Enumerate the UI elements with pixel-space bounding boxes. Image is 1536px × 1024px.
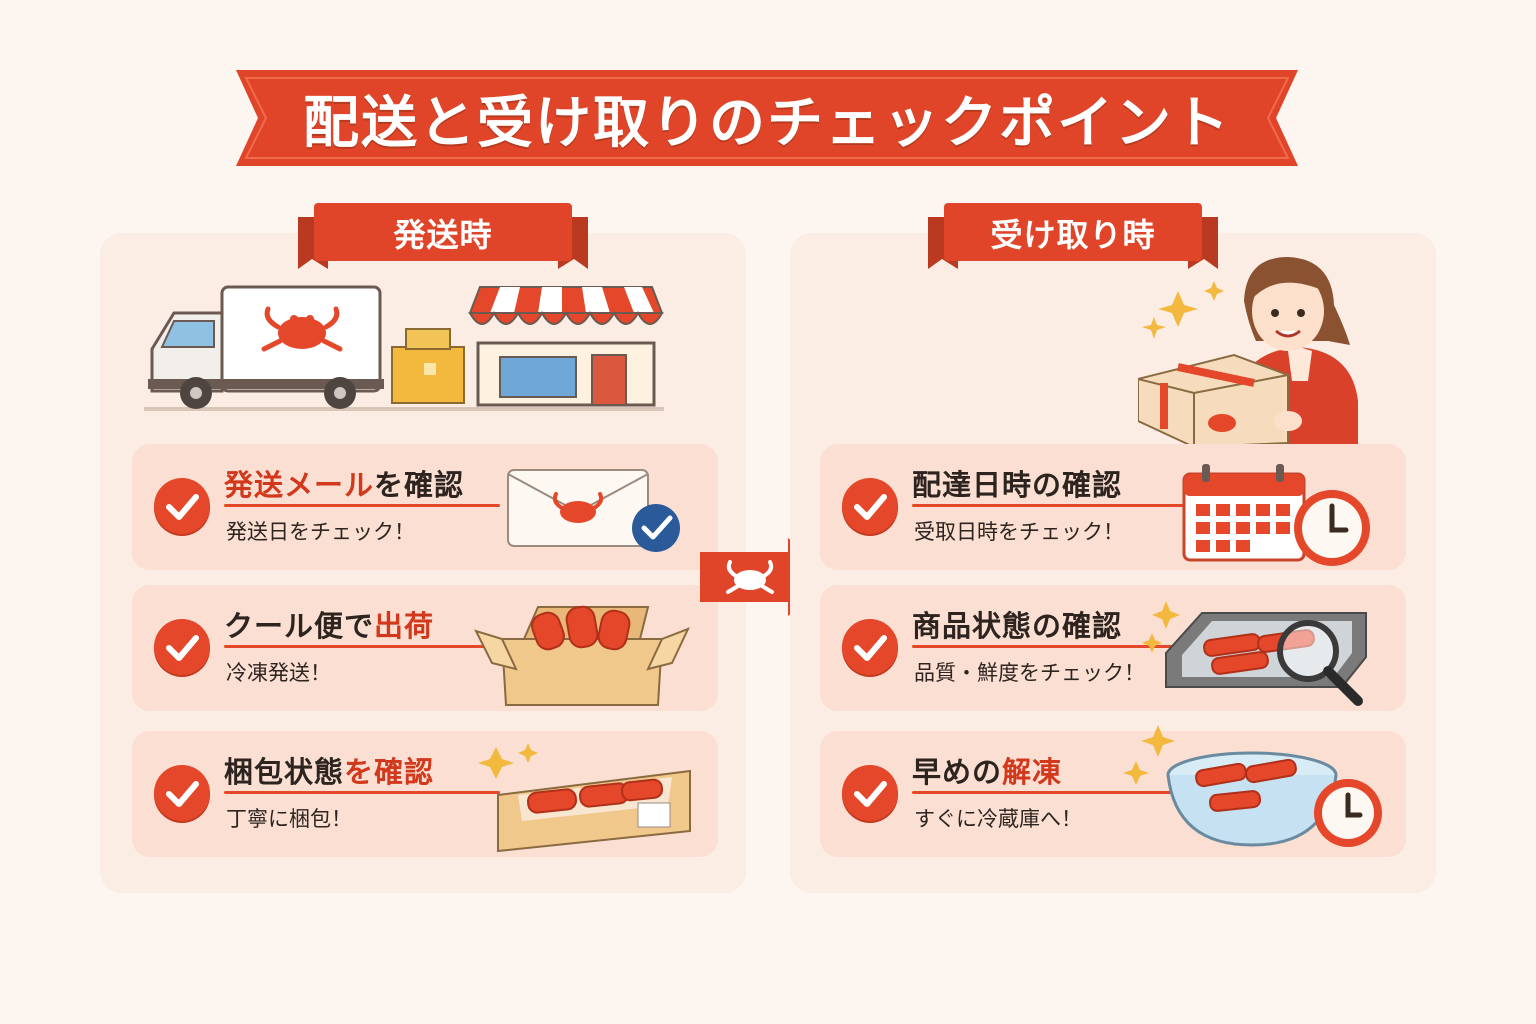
- check-item-shipping-email: 発送メールを確認 発送日をチェック！: [132, 444, 718, 570]
- shipping-panel: 発送時 発送メールを確認 発送日: [100, 203, 746, 893]
- item-title: 配達日時の確認: [912, 468, 1123, 502]
- woman-holding-box-illustration: [1138, 257, 1358, 449]
- item-subtitle: 丁寧に梱包！: [226, 807, 352, 831]
- checkmark-icon: [154, 619, 210, 675]
- item-subtitle: 発送日をチェック！: [226, 520, 415, 544]
- item-subtitle: 冷凍発送！: [226, 661, 331, 685]
- shipping-heading: 発送時: [393, 216, 493, 254]
- checkmark-icon: [154, 765, 210, 821]
- checkmark-icon: [154, 478, 210, 534]
- title-underline: [912, 791, 1188, 794]
- title-underline: [912, 504, 1188, 507]
- title-underline: [224, 645, 500, 648]
- receiving-panel: 受け取り時 配達日時の確認 受取日時をチェック！: [790, 203, 1436, 893]
- thaw-bowl-clock-icon: [1123, 725, 1382, 847]
- item-title: 早めの解凍: [912, 755, 1063, 789]
- title-underline: [224, 791, 500, 794]
- tray-magnifier-icon: [1142, 601, 1367, 706]
- item-subtitle: 品質・鮮度をチェック！: [914, 661, 1145, 685]
- checkmark-icon: [842, 478, 898, 534]
- shipping-ribbon: 発送時: [298, 203, 588, 269]
- check-item-early-thaw: 早めの解凍 すぐに冷蔵庫へ！: [820, 725, 1406, 857]
- item-title: 発送メールを確認: [224, 468, 465, 502]
- receiving-heading: 受け取り時: [990, 216, 1156, 254]
- calendar-clock-icon: [1182, 464, 1370, 566]
- title-banner: 配送と受け取りのチェックポイント: [236, 70, 1298, 166]
- item-title: クール便で出荷: [224, 609, 435, 643]
- check-item-delivery-datetime: 配達日時の確認 受取日時をチェック！: [820, 444, 1406, 570]
- page-title: 配送と受け取りのチェックポイント: [303, 90, 1231, 156]
- packed-box-icon: [478, 743, 691, 853]
- receiving-ribbon: 受け取り時: [928, 203, 1218, 269]
- item-title: 商品状態の確認: [912, 609, 1123, 643]
- title-underline: [224, 504, 500, 507]
- truck-store-illustration: [144, 285, 664, 411]
- open-box-crab-legs-icon: [474, 605, 690, 706]
- checkmark-icon: [842, 765, 898, 821]
- check-item-cool-delivery: クール便で出荷 冷凍発送！: [132, 585, 718, 711]
- title-underline: [912, 645, 1188, 648]
- checkmark-icon: [842, 619, 898, 675]
- item-subtitle: 受取日時をチェック！: [914, 520, 1124, 544]
- item-title: 梱包状態を確認: [224, 755, 435, 789]
- item-subtitle: すぐに冷蔵庫へ！: [914, 807, 1082, 831]
- check-item-product-condition: 商品状態の確認 品質・鮮度をチェック！: [820, 585, 1406, 711]
- envelope-crab-icon: [507, 469, 680, 552]
- check-item-packaging: 梱包状態を確認 丁寧に梱包！: [132, 731, 718, 857]
